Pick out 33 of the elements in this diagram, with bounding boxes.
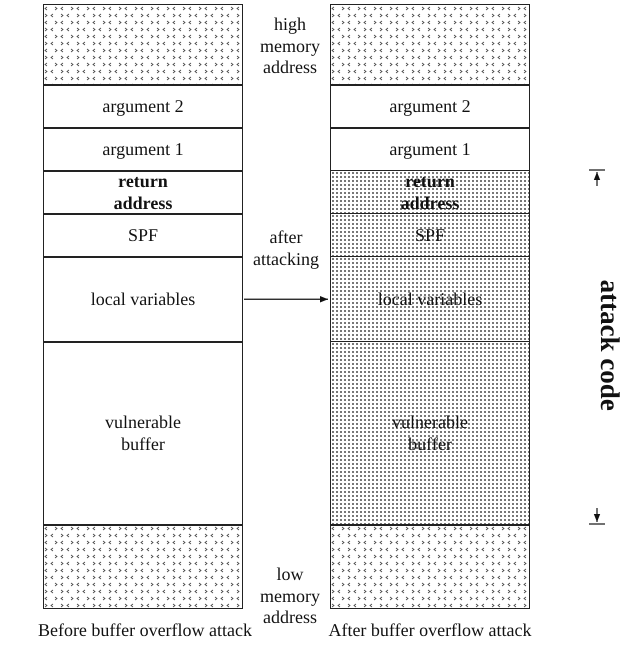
edge-label: after attacking [252,227,320,270]
cell-label: SPF [128,224,158,246]
hatched-memory-block [330,524,530,608]
cell-label: local variables [378,288,482,310]
stack-frame-cell [43,170,243,214]
stack-frame-cell [330,170,530,214]
hatched-memory-block [43,4,243,86]
hatched-memory-block [330,4,530,86]
stack-frame-cell [330,213,530,258]
address-label: high memory address [259,14,321,79]
cell-label: vulnerable buffer [104,410,182,456]
cell-label: argument 2 [102,95,184,118]
arrow [244,296,328,302]
cell-label: return address [112,170,174,215]
cell-label: argument 1 [102,138,184,160]
cell-label: argument 1 [389,138,471,160]
cell-label: return address [400,170,460,215]
cell-label: local variables [90,288,196,310]
cell-label: argument 2 [389,95,471,118]
cell-label: SPF [414,224,446,246]
hatched-memory-block [43,524,243,608]
stack-frame-cell [330,341,530,526]
stack-frame-cell [330,256,530,342]
stack-frame-cell [43,256,243,342]
stack-frame-cell [43,84,243,128]
stack-frame-cell [43,127,243,172]
cell-label: vulnerable buffer [391,410,469,456]
diagram-caption: Before buffer overflow attack [36,620,254,642]
stack-frame-cell [330,84,530,128]
stack-frame-cell [43,213,243,258]
address-label: low memory address [259,564,321,629]
diagram-caption: After buffer overflow attack [327,620,533,642]
attack-code-label: attack code [594,278,626,413]
